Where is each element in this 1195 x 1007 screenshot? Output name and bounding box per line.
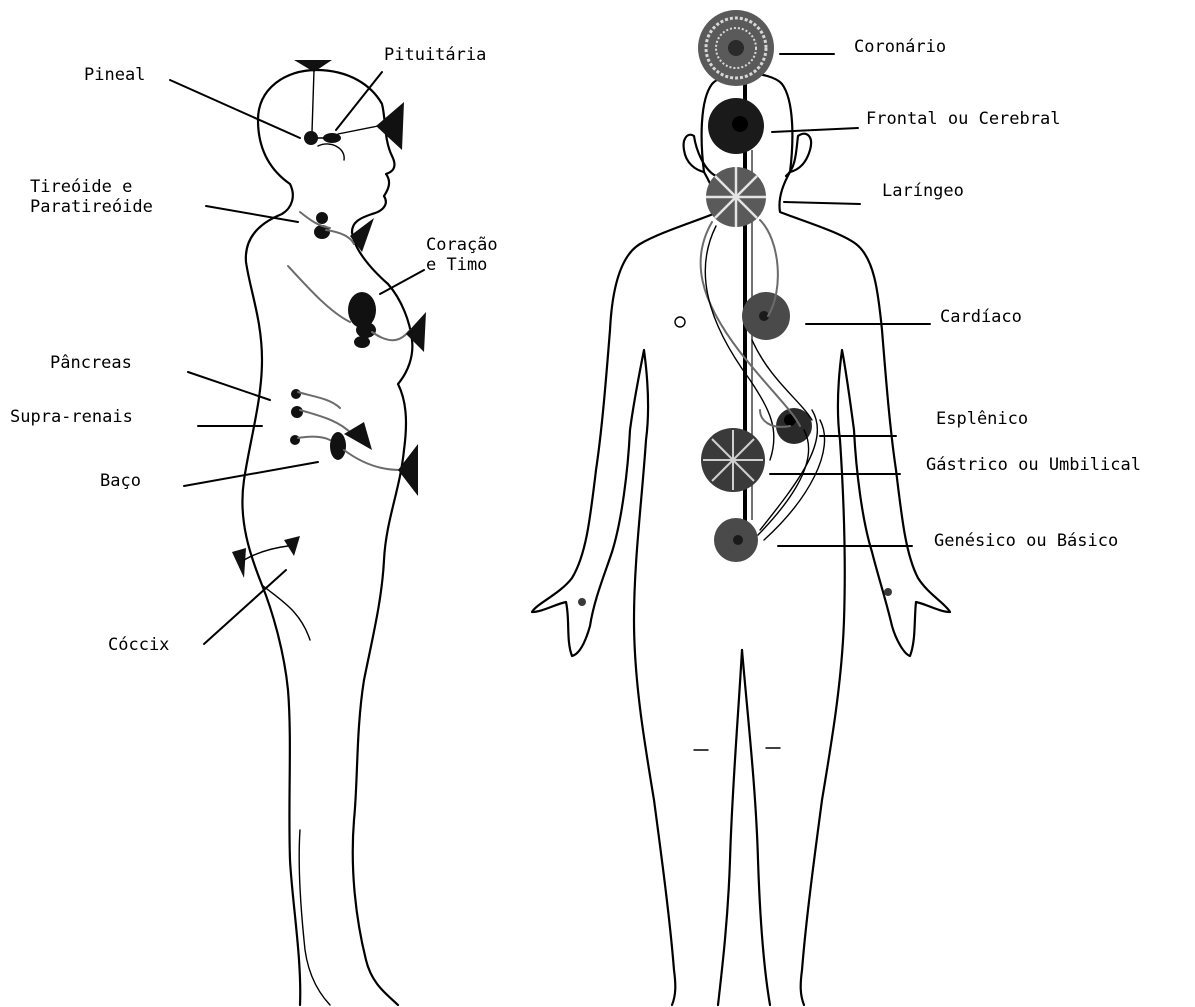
label-gastrico: Gástrico ou Umbilical: [926, 456, 1141, 475]
label-pancreas: Pâncreas: [50, 354, 132, 373]
label-tireoide-1: Tireóide e: [30, 178, 132, 197]
label-baco: Baço: [100, 472, 141, 491]
label-coracao-2: e Timo: [426, 256, 487, 275]
label-esplenico: Esplênico: [936, 410, 1028, 429]
label-pituitaria: Pituitária: [384, 46, 486, 65]
side-leader-lines: [170, 72, 424, 644]
label-coracao-1: Coração: [426, 236, 498, 255]
label-laringeo: Laríngeo: [882, 182, 964, 201]
label-coronario: Coronário: [854, 38, 946, 57]
side-glands: [232, 60, 426, 578]
label-genesico: Genésico ou Básico: [934, 532, 1118, 551]
label-pineal: Pineal: [84, 66, 145, 85]
front-chakras: [698, 10, 825, 562]
label-cardiaco: Cardíaco: [940, 308, 1022, 327]
label-supra-renais: Supra-renais: [10, 408, 133, 427]
label-coccix: Cóccix: [108, 636, 169, 655]
side-body-outline: [242, 70, 412, 1005]
label-tireoide-2: Paratireóide: [30, 198, 153, 217]
label-frontal: Frontal ou Cerebral: [866, 110, 1060, 129]
